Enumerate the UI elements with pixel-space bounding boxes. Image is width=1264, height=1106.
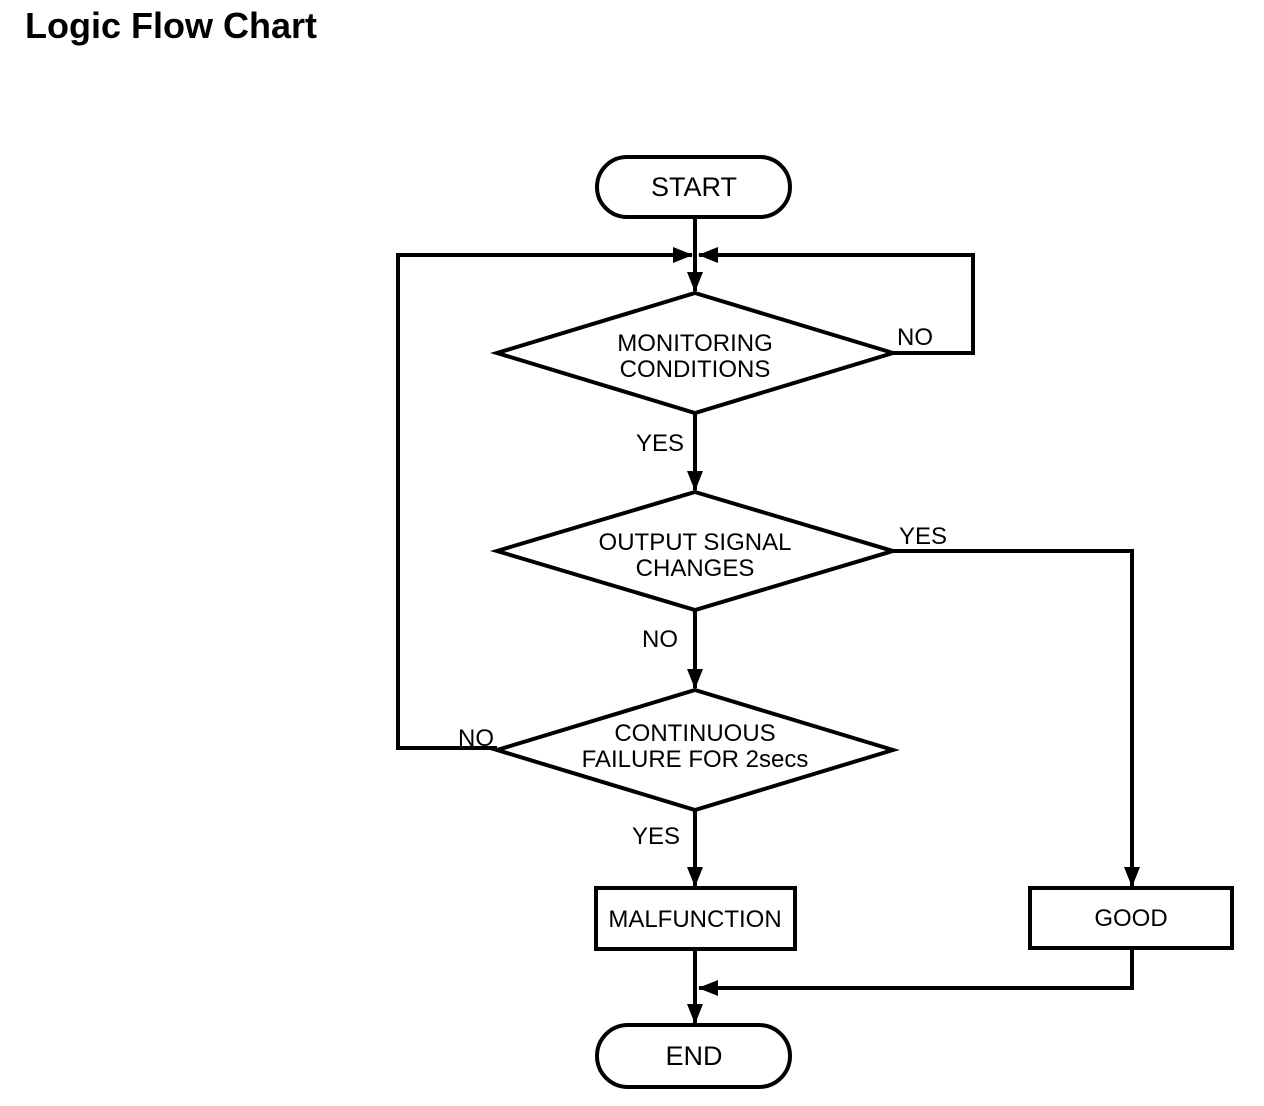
monitoring-label-line2: CONDITIONS — [620, 356, 771, 383]
connector-good-to-end — [698, 948, 1134, 996]
output-no-label: NO — [642, 626, 678, 653]
good-label: GOOD — [1094, 905, 1167, 932]
monitoring-label-line1: MONITORING — [617, 330, 773, 357]
continuous-failure-decision — [490, 687, 900, 813]
output-label-line2: CHANGES — [636, 555, 755, 582]
start-terminator — [595, 155, 792, 219]
connector-continuous-no-loop — [396, 247, 693, 750]
start-label: START — [651, 172, 737, 202]
output-signal-changes-decision — [489, 489, 901, 613]
continuous-yes-label: YES — [632, 823, 680, 850]
end-label: END — [665, 1041, 722, 1071]
monitoring-no-label: NO — [897, 324, 933, 351]
malfunction-label: MALFUNCTION — [608, 906, 781, 933]
monitoring-conditions-decision — [490, 290, 900, 416]
good-process — [1028, 886, 1234, 950]
monitoring-yes-label: YES — [636, 430, 684, 457]
end-terminator — [595, 1023, 792, 1089]
connector-output-yes — [893, 549, 1140, 887]
continuous-label-line2: FAILURE FOR 2secs — [582, 746, 809, 773]
output-yes-label: YES — [899, 523, 947, 550]
malfunction-process — [594, 886, 797, 951]
continuous-label-line1: CONTINUOUS — [614, 720, 775, 747]
continuous-no-label: NO — [458, 725, 494, 752]
output-label-line1: OUTPUT SIGNAL — [599, 529, 792, 556]
connector-monitoring-no-loop — [698, 247, 975, 355]
page-title: Logic Flow Chart — [25, 5, 317, 46]
